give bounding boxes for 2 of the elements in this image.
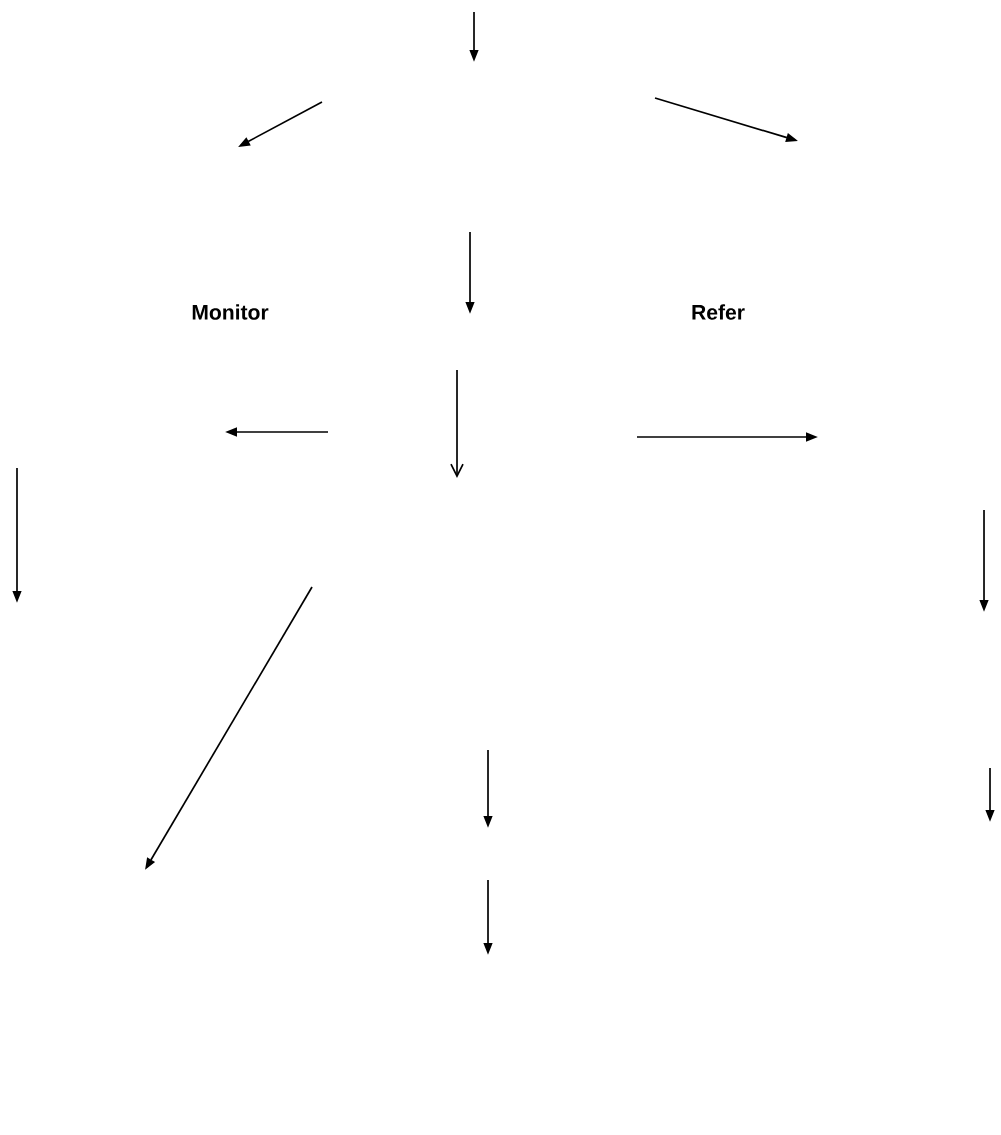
node-label: Monitor bbox=[192, 304, 269, 320]
node-label: Refer bbox=[692, 304, 745, 320]
